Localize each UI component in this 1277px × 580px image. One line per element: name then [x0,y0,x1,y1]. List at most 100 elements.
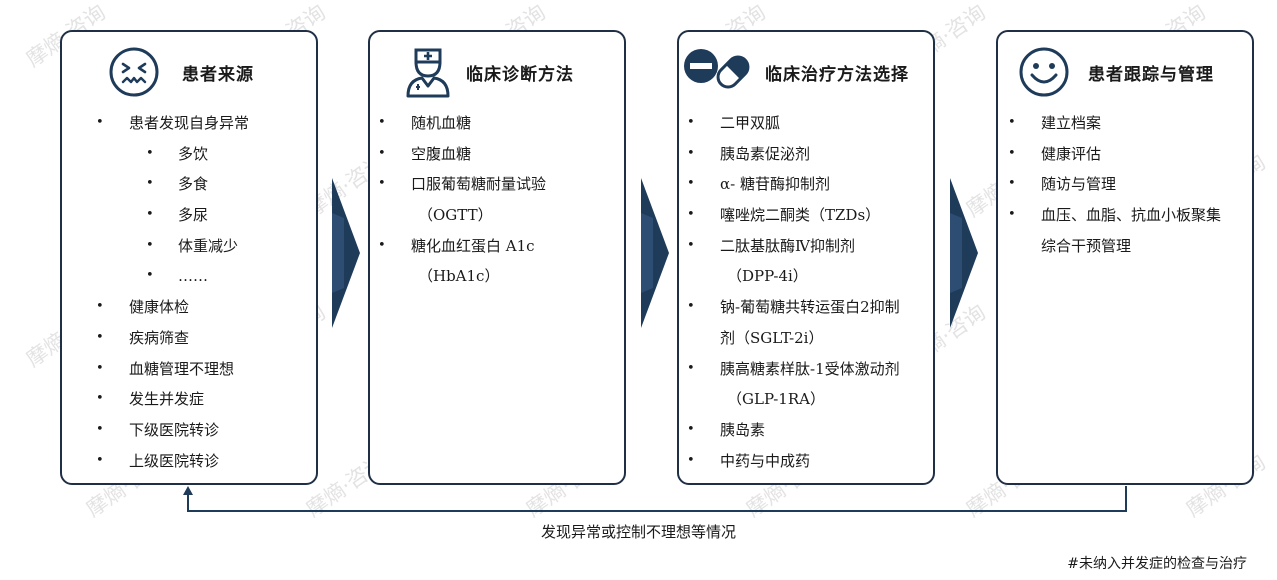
panel-treatment-selection [677,30,935,485]
list-item-text: 钠-葡萄糖共转运蛋白2抑制 [720,298,900,317]
list-item: • 胰岛素促泌剂 [687,142,932,173]
list-item-text: （HbA1c） [418,267,500,286]
panel-tracking-management [996,30,1254,485]
list-item: • 建立档案 [1008,111,1253,142]
list-item-text: 噻唑烷二酮类（TZDs） [720,206,881,225]
bullet-icon: • [687,115,695,130]
panel-title: 临床治疗方法选择 [765,65,909,85]
list-item-text: 胰岛素 [720,420,766,439]
list-item-text: 建立档案 [1041,114,1102,132]
list-item: • 多饮 [96,142,306,173]
list-item: • 中药与中成药 [687,449,932,480]
list-item: •患者发现自身异常 [96,111,306,142]
list-item: • 健康体检 [96,295,306,326]
bullet-icon: • [96,360,104,376]
list-item: • 胰岛素 [687,418,932,449]
smiley-face-icon [1019,47,1069,97]
bullet-icon: • [687,145,695,161]
bullet-icon: • [687,421,695,437]
bullet-icon: • [378,115,386,130]
list-item: • 多食 [96,172,306,203]
list-item-text: 发生并发症 [129,390,205,409]
item-list: •建立档案•健康评估•随访与管理•血压、血脂、抗血小板聚集综合干预管理 [1008,111,1253,264]
list-item: • …… [96,264,306,295]
list-item-text: 空腹血糖 [411,144,472,163]
list-item-text: 健康评估 [1041,144,1102,163]
bullet-icon: • [1008,176,1016,192]
list-item: • 噻唑烷二酮类（TZDs） [687,203,932,234]
bullet-icon: • [378,145,386,161]
list-item: （GLP-1RA） [687,387,932,418]
list-item-text: 多饮 [178,144,209,163]
list-item-text: 随机血糖 [411,114,472,132]
list-item: （DPP-4i） [687,264,932,295]
list-item: •α- 糖苷酶抑制剂 [687,172,932,203]
list-item-text: 上级医院转诊 [129,451,220,470]
list-item: • 上级医院转诊 [96,449,306,480]
bullet-icon: • [1008,115,1016,130]
list-item: • 血压、血脂、抗血小板聚集 [1008,203,1253,234]
bullet-icon: • [687,176,695,192]
list-item-text: …… [178,267,208,286]
list-item-text: 疾病筛查 [129,328,190,347]
list-item: • 糖化血红蛋白 A1c [378,234,618,265]
item-list: •随机血糖•空腹血糖•口服葡萄糖耐量试验（OGTT）•糖化血红蛋白 A1c（Hb… [378,111,618,295]
item-list: •患者发现自身异常•多饮•多食•多尿•体重减少•……•健康体检•疾病筛查•血糖管… [96,111,306,479]
bullet-icon: • [96,421,104,437]
bullet-icon: • [687,207,695,223]
list-item: • 胰高糖素样肽-1受体激动剂 [687,357,932,388]
bullet-icon: • [96,452,104,468]
bullet-icon: • [378,237,386,253]
panel-title: 患者来源 [182,65,254,85]
list-item: • 血糖管理不理想 [96,357,306,388]
list-item: • 空腹血糖 [378,142,618,173]
list-item-text: 患者发现自身异常 [129,114,250,132]
list-item: • 随机血糖 [378,111,618,142]
list-item-text: 胰岛素促泌剂 [720,144,811,163]
list-item-text: 中药与中成药 [720,451,811,470]
list-item-text: 血压、血脂、抗血小板聚集 [1041,206,1222,225]
bullet-icon: • [1008,207,1016,223]
bullet-icon: • [146,176,154,192]
bullet-icon: • [687,299,695,315]
list-item-text: 糖化血红蛋白 A1c [411,236,535,255]
panel-title: 患者跟踪与管理 [1088,65,1214,85]
list-item-text: 健康体检 [129,298,190,317]
list-item-text: 胰高糖素样肽-1受体激动剂 [720,359,900,378]
right-arrow-icon [641,178,669,328]
list-item: 综合干预管理 [1008,234,1253,265]
list-item: •口服葡萄糖耐量试验 [378,172,618,203]
list-item: •疾病筛查 [96,326,306,357]
feedback-label: 发现异常或控制不理想等情况 [540,523,736,541]
right-arrow-icon [332,178,360,328]
list-item-text: 体重减少 [178,236,239,255]
bullet-icon: • [687,360,695,376]
list-item-text: 血糖管理不理想 [129,359,235,378]
list-item: （HbA1c） [378,264,618,295]
pill-icon [684,49,750,89]
list-item: • 体重减少 [96,234,306,265]
list-item: •下级医院转诊 [96,418,306,449]
list-item: • 多尿 [96,203,306,234]
list-item-text: 二肽基肽酶Ⅳ抑制剂 [720,236,855,255]
list-item: • 健康评估 [1008,142,1253,173]
bullet-icon: • [146,207,154,223]
list-item-text: 多尿 [178,206,209,225]
list-item-text: 多食 [178,175,209,194]
bullet-icon: • [687,452,695,468]
list-item-text: 剂（SGLT-2i） [720,328,824,347]
list-item: •随访与管理 [1008,172,1253,203]
bullet-icon: • [146,145,154,161]
list-item: • 二肽基肽酶Ⅳ抑制剂 [687,234,932,265]
bullet-icon: • [96,299,104,315]
bullet-icon: • [146,268,154,284]
bullet-icon: • [1008,145,1016,161]
list-item: •二甲双胍 [687,111,932,142]
bullet-icon: • [146,237,154,253]
panel-clinical-diagnosis [368,30,626,485]
item-list: •二甲双胍•胰岛素促泌剂•α- 糖苷酶抑制剂•噻唑烷二酮类（TZDs）•二肽基肽… [687,111,932,479]
right-arrow-icon [950,178,978,328]
bullet-icon: • [687,237,695,253]
footnote: #未纳入并发症的检查与治疗 [1067,556,1247,572]
